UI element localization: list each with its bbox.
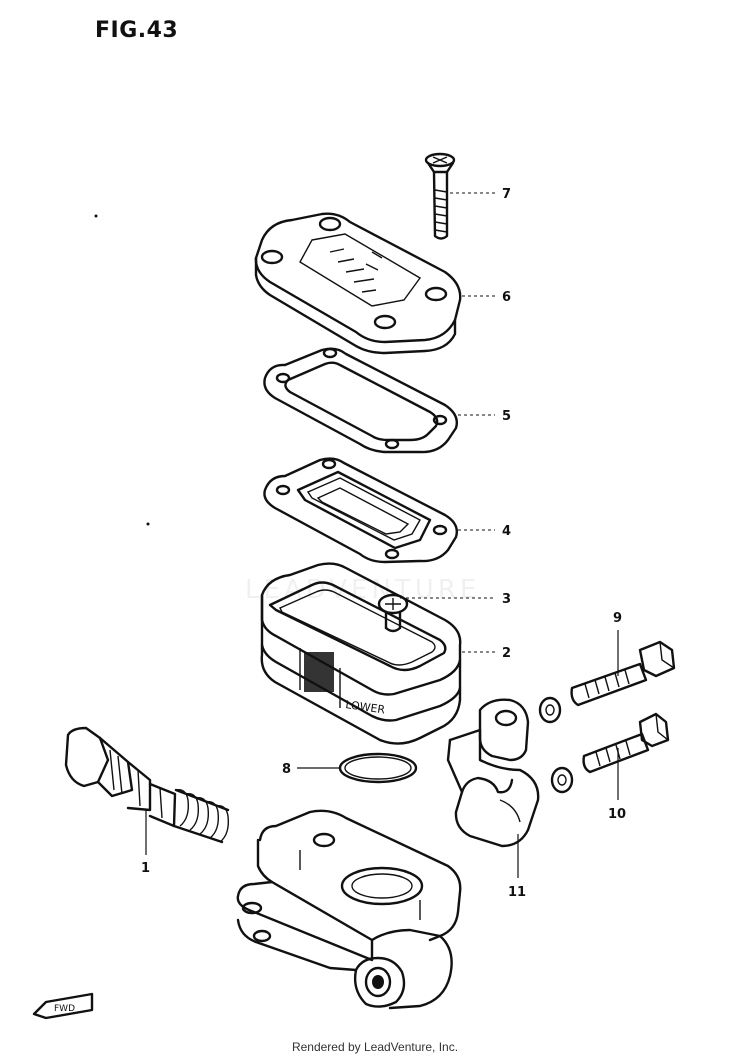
part-master-cylinder-body[interactable] bbox=[236, 809, 462, 1010]
part-marking-text: LOWER bbox=[345, 698, 387, 716]
callout-7: 7 bbox=[502, 187, 511, 202]
fwd-direction-arrow: FWD bbox=[32, 992, 94, 1020]
part-reservoir-body[interactable]: LOWER bbox=[260, 562, 462, 745]
callout-5: 5 bbox=[502, 409, 511, 424]
part-diaphragm-plate[interactable] bbox=[263, 347, 459, 454]
callout-3: 3 bbox=[502, 592, 511, 607]
part-small-screw[interactable] bbox=[377, 593, 409, 633]
part-bolt-lower[interactable] bbox=[550, 712, 670, 794]
part-screw[interactable] bbox=[424, 152, 456, 240]
part-clamp[interactable] bbox=[446, 698, 540, 848]
part-o-ring[interactable] bbox=[338, 752, 418, 784]
leader-lines bbox=[145, 192, 619, 878]
figure-title: FIG.43 bbox=[95, 18, 179, 43]
callout-10: 10 bbox=[608, 807, 626, 822]
callout-9: 9 bbox=[613, 611, 622, 626]
callout-6: 6 bbox=[502, 290, 511, 305]
part-bolt-upper[interactable] bbox=[538, 640, 676, 724]
fwd-label: FWD bbox=[54, 1004, 75, 1014]
scan-dot bbox=[146, 522, 150, 526]
part-piston-assembly[interactable] bbox=[64, 726, 230, 844]
callout-11: 11 bbox=[508, 885, 526, 900]
part-diaphragm[interactable] bbox=[263, 457, 459, 564]
callout-2: 2 bbox=[502, 646, 511, 661]
part-reservoir-cover[interactable] bbox=[254, 212, 462, 355]
callout-8: 8 bbox=[282, 762, 291, 777]
footer-credit: Rendered by LeadVenture, Inc. bbox=[291, 1040, 459, 1054]
callout-1: 1 bbox=[141, 861, 150, 876]
callout-4: 4 bbox=[502, 524, 511, 539]
scan-dot bbox=[94, 214, 98, 218]
